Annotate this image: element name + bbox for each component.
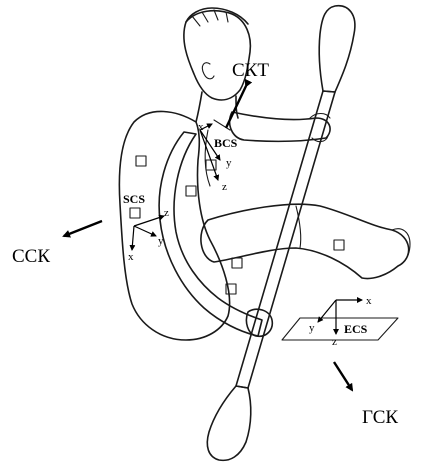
callout-ssk: ССК xyxy=(12,221,102,267)
ecs-plane xyxy=(282,318,398,340)
bcs-axis-x: x xyxy=(198,121,204,133)
callout-gsk: ГСК xyxy=(334,362,398,428)
marker xyxy=(186,186,196,196)
bcs-label: BCS xyxy=(214,136,238,150)
marker xyxy=(136,156,146,166)
scs-label: SCS xyxy=(123,192,145,206)
ecs-axis-z: z xyxy=(332,336,337,348)
ecs-label: ECS xyxy=(344,322,368,336)
bcs-axis-y: y xyxy=(226,157,232,169)
ssk-label: ССК xyxy=(12,246,50,267)
scs-frame: SCS z y x xyxy=(123,192,169,263)
scs-axis-z: z xyxy=(164,207,169,219)
gsk-label: ГСК xyxy=(362,407,398,428)
paddle-lower-blade xyxy=(207,386,250,460)
scs-axis-x: x xyxy=(128,251,134,263)
paddle-shaft xyxy=(236,91,335,388)
marker xyxy=(334,240,344,250)
ecs-axis-y: y xyxy=(309,322,315,334)
arm-left xyxy=(159,132,262,336)
marker xyxy=(232,258,242,268)
paddle xyxy=(207,6,355,461)
bcs-axis-z: z xyxy=(222,181,227,193)
scs-axis-y: y xyxy=(158,235,164,247)
ecs-frame: ECS x y z xyxy=(282,295,398,348)
head xyxy=(184,11,251,100)
marker xyxy=(130,208,140,218)
ear xyxy=(202,63,214,79)
paddle-upper-blade xyxy=(319,6,355,92)
skt-label: СКТ xyxy=(232,60,269,81)
ecs-axis-x: x xyxy=(366,295,372,307)
